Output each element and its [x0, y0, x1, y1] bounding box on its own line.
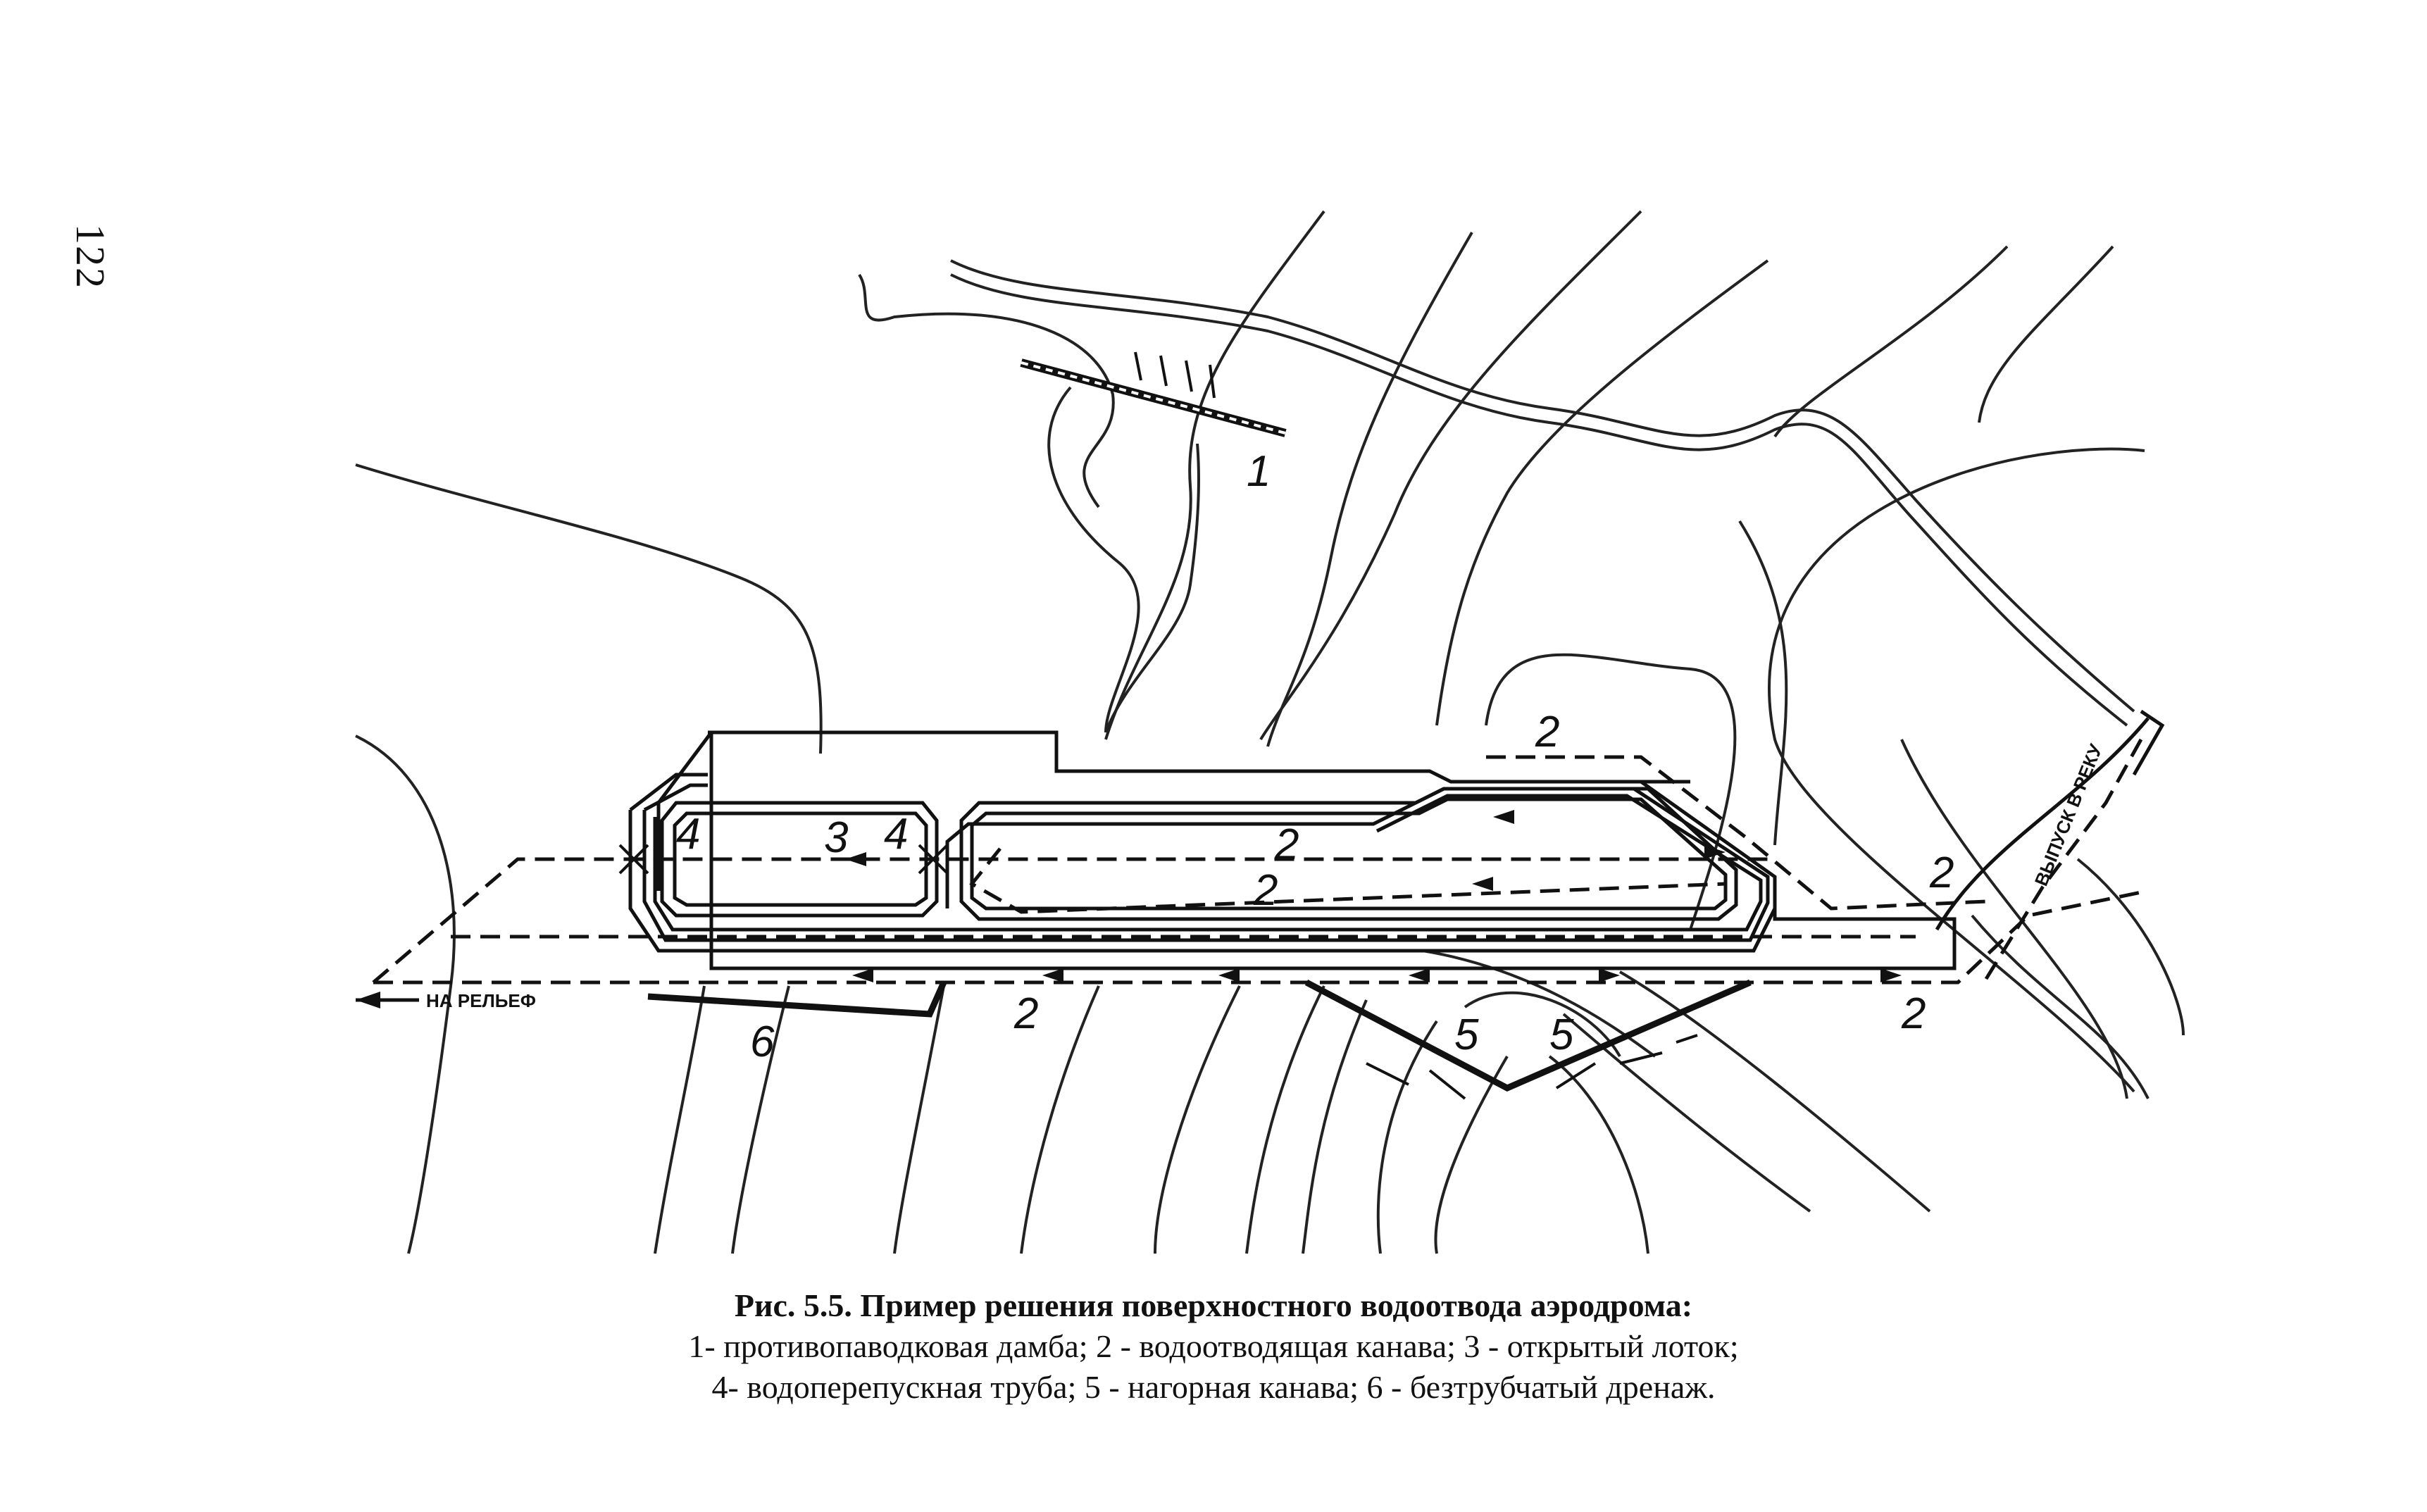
flow-arrows — [845, 810, 1902, 982]
outflow-left-arrow: НА РЕЛЬЕФ — [356, 990, 536, 1011]
river-outlet — [1935, 709, 2165, 931]
culvert-crossings — [618, 844, 949, 875]
airfield-drainage-diagram: НА РЕЛЬЕФ ВЫПУСК В РЕКУ 1 2 2 2 2 2 2 3 … — [355, 210, 2185, 1254]
outflow-left-label: НА РЕЛЬЕФ — [426, 990, 536, 1011]
taxiway-loops — [660, 787, 1738, 921]
label-tray: 3 — [824, 813, 848, 862]
caption-legend-line-1: 1- противопаводковая дамба; 2 - водоотво… — [688, 1328, 1739, 1364]
label-drain-mid1: 2 — [1274, 820, 1299, 869]
label-pipe-right: 4 — [884, 810, 908, 858]
trenchless-drain — [647, 981, 947, 1018]
caption-title: Рис. 5.5. Пример решения поверхностного … — [734, 1287, 1693, 1323]
label-drain-bottom: 2 — [1013, 989, 1038, 1038]
label-pipe-left: 4 — [676, 810, 700, 858]
label-drain-far-right: 2 — [1901, 989, 1926, 1038]
label-drain-right: 2 — [1929, 849, 1954, 897]
contour-lines — [355, 210, 2185, 1254]
label-upland-right: 5 — [1549, 1011, 1574, 1059]
label-dam: 1 — [1247, 447, 1271, 496]
label-upland-left: 5 — [1454, 1011, 1479, 1059]
river — [950, 259, 2135, 727]
figure-caption: Рис. 5.5. Пример решения поверхностного … — [0, 1285, 2427, 1408]
upland-ditch — [1304, 979, 1752, 1092]
label-drain-mid2: 2 — [1253, 866, 1278, 915]
drainage-ditches — [372, 738, 2149, 985]
label-drain-top: 2 — [1535, 708, 1559, 756]
flood-dam — [1020, 351, 1287, 733]
upland-flow-arrows — [1366, 1034, 1698, 1100]
airfield-outline — [628, 730, 1957, 970]
label-trenchless: 6 — [750, 1018, 775, 1066]
outflow-right-label: ВЫПУСК В РЕКУ — [2030, 741, 2107, 889]
caption-legend-line-2: 4- водоперепускная труба; 5 - нагорная к… — [711, 1369, 1716, 1405]
